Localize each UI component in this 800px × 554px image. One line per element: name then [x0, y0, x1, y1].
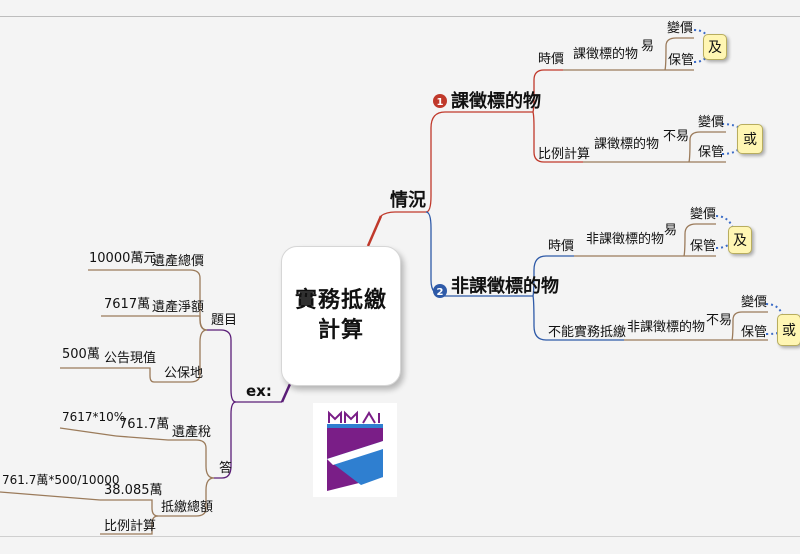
connector-lines	[0, 29, 783, 535]
university-shield-logo	[313, 403, 397, 497]
branch1-market-item: 課徵標的物	[573, 46, 638, 62]
root-title: 實務抵繳計算	[294, 288, 387, 343]
answer-offset-label: 抵繳總額	[161, 499, 213, 515]
answer-offset-formula: 761.7萬*500/10000	[2, 473, 119, 487]
branch2-cannot-cond: 不易	[706, 313, 732, 328]
branch2-cannot-label: 不能實務抵繳	[548, 324, 626, 340]
branch2-market-label: 時價	[548, 239, 574, 254]
branch2-cannot-a: 變價	[741, 294, 767, 310]
answer-tax-value: 761.7萬	[119, 417, 169, 432]
logo-icon	[327, 410, 383, 491]
question-total-value: 10000萬元	[89, 251, 156, 266]
note-and-branch2: 及	[728, 226, 752, 254]
top-border-line	[0, 16, 800, 17]
answer-tax-formula: 7617*10%	[62, 410, 125, 424]
note-or-branch1: 或	[737, 124, 763, 154]
note-or-branch2: 或	[777, 314, 800, 346]
number-one-icon	[433, 94, 447, 108]
answer-offset-value: 38.085萬	[104, 483, 163, 498]
branch2-market-b: 保管	[690, 239, 716, 254]
branch1-market-cond: 易	[641, 39, 654, 54]
example-label: ex:	[246, 382, 272, 400]
branch1-ratio-a: 變價	[698, 114, 724, 130]
branch1-market-b: 保管	[668, 53, 694, 68]
branch1-title: 課徵標的物	[451, 90, 541, 112]
branch1-market-a: 變價	[667, 20, 693, 36]
branch2-market-cond: 易	[664, 223, 677, 238]
question-land-value: 500萬	[62, 347, 100, 362]
note-and-branch1: 及	[703, 34, 727, 60]
question-total-label: 遺產總價	[152, 253, 204, 269]
question-net-value: 7617萬	[104, 297, 150, 312]
branch2-cannot-item: 非課徵標的物	[627, 319, 705, 335]
bottom-border-line	[0, 536, 800, 537]
question-label: 題目	[211, 313, 237, 328]
branch1-ratio-item: 課徵標的物	[594, 136, 659, 152]
answer-offset-method: 比例計算	[104, 518, 156, 534]
branch1-number: 1	[437, 97, 444, 108]
question-net-label: 遺產淨額	[152, 299, 204, 315]
branch1-ratio-label: 比例計算	[538, 146, 590, 162]
branch1-ratio-cond: 不易	[663, 129, 689, 144]
branch2-market-item: 非課徵標的物	[586, 231, 664, 247]
question-land-sub: 公告現值	[104, 350, 156, 366]
branch2-market-a: 變價	[690, 206, 716, 222]
branch2-title: 非課徵標的物	[451, 275, 559, 297]
root-node: 實務抵繳計算	[281, 246, 401, 386]
branch2-cannot-b: 保管	[741, 325, 767, 340]
number-two-icon	[433, 284, 447, 298]
answer-tax-label: 遺產稅	[172, 424, 211, 440]
question-land-label: 公保地	[164, 366, 203, 381]
branch1-ratio-b: 保管	[698, 145, 724, 160]
situation-label: 情況	[390, 189, 426, 211]
answer-label: 答	[219, 460, 232, 476]
branch2-number: 2	[437, 287, 444, 298]
branch1-market-label: 時價	[538, 52, 564, 67]
